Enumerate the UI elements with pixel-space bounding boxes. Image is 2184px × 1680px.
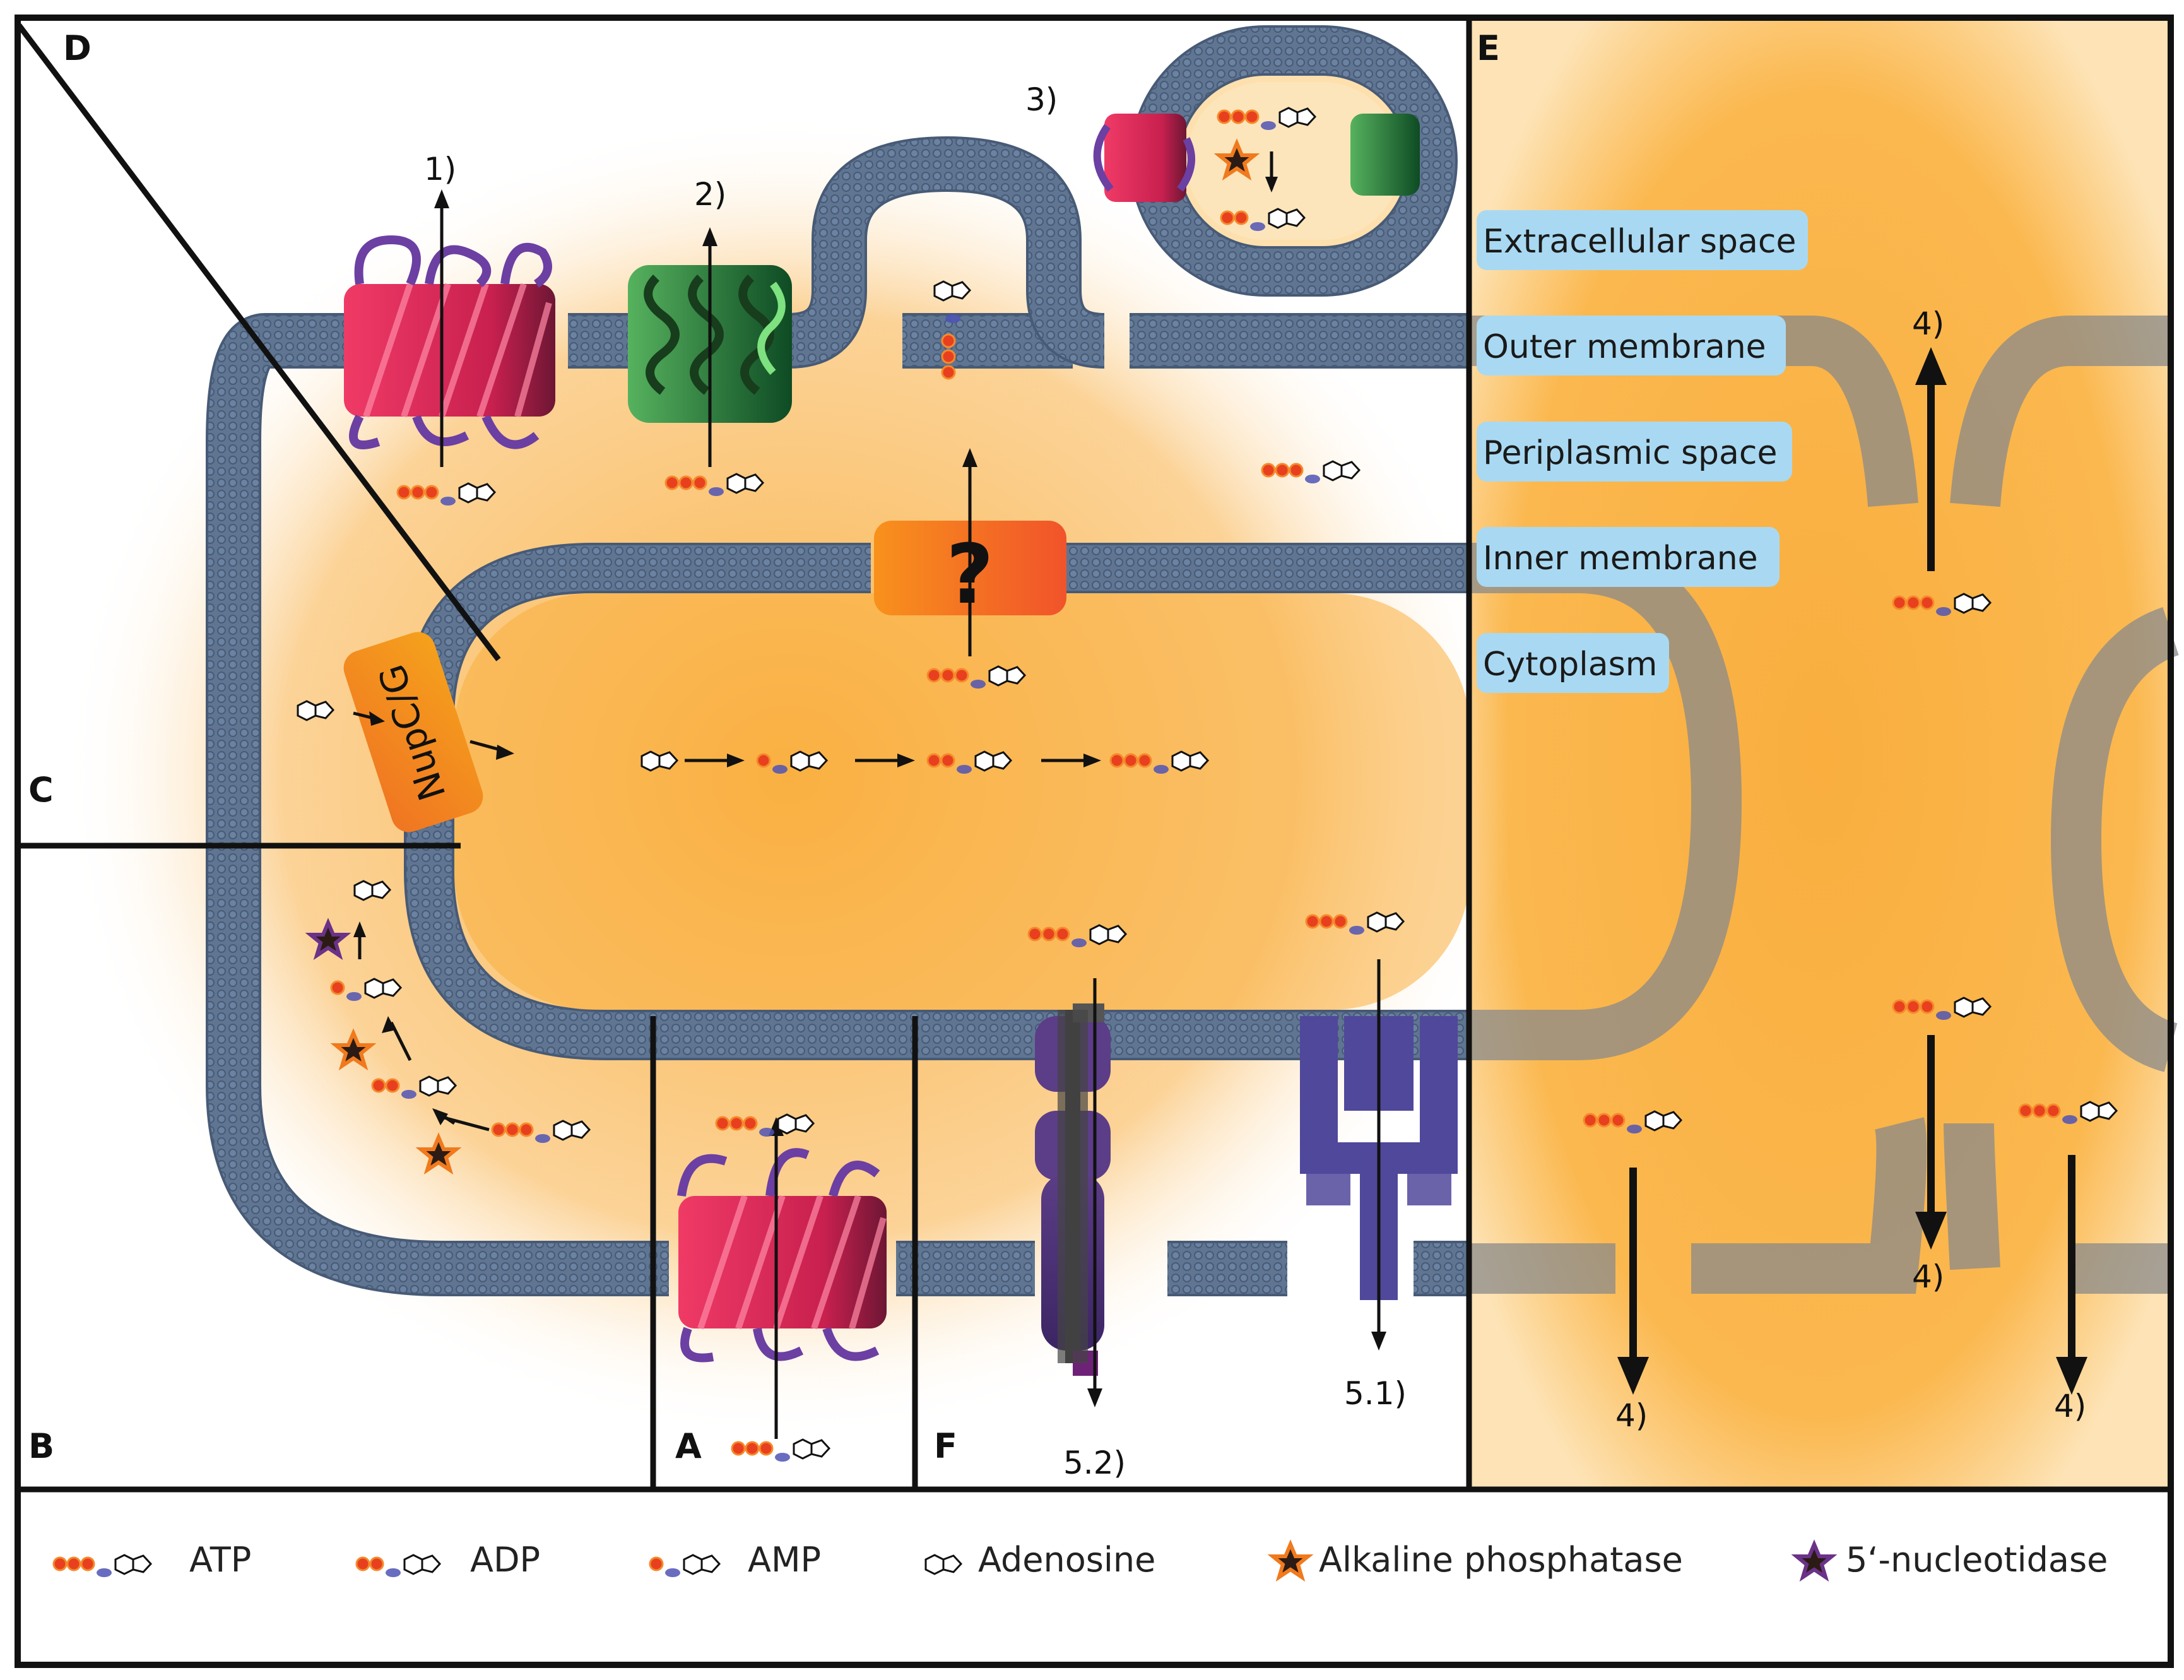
panel-label-d: D [63,28,91,68]
legend-nucleotidase: 5‘-nucleotidase [1791,1539,2108,1582]
legend-atp-label: ATP [189,1540,251,1580]
legend-adp-label: ADP [470,1540,540,1580]
alkaline-phosphatase-stars [330,138,1260,1175]
atp-a-bottom [731,1438,830,1462]
label-outer-membrane: Outer membrane [1483,328,1766,366]
arrowheads [353,177,2087,1407]
step-2: 2) [694,176,726,213]
legend: ATP ADP AMP Adenosine Alkaline phosphata… [52,1539,2108,1582]
legend-amp: AMP [649,1540,821,1580]
panel-label-b: B [28,1426,54,1466]
frame [15,15,2174,1668]
arrows [353,151,1381,1439]
step-4-right: 4) [2054,1388,2086,1424]
step-1: 1) [424,151,456,187]
pink-transporter-1 [344,235,555,449]
outer-membrane [206,136,1470,1296]
inner-membrane [404,543,1470,1060]
nupcg-transporter: NupC/G [343,632,483,832]
pink-transporter-a [677,1148,887,1363]
label-inner-membrane: Inner membrane [1483,540,1758,577]
legend-amp-label: AMP [748,1540,821,1580]
panel-label-a: A [675,1426,702,1466]
compartment-labels: Extracellular space Outer membrane Perip… [1477,210,1808,693]
label-cytoplasm: Cytoplasm [1483,646,1657,683]
step-4-mid: 4) [1912,1258,1944,1295]
panel-label-e: E [1477,28,1500,68]
nucleotidase-stars [305,918,351,961]
legend-adenosine-label: Adenosine [978,1540,1155,1580]
legend-nucleotidase-label: 5‘-nucleotidase [1846,1540,2108,1580]
legend-adenosine-icon [924,1554,962,1575]
panel-e-membranes [1470,316,2180,1294]
legend-adenosine: Adenosine [924,1540,1155,1580]
step-5-1: 5.1) [1344,1375,1407,1412]
legend-adp-icon [355,1554,441,1577]
step-4-left: 4) [1615,1397,1648,1434]
label-extracellular-space: Extracellular space [1483,223,1796,261]
step-3: 3) [1025,81,1058,118]
legend-atp: ATP [52,1540,251,1580]
legend-alkaline-phosphatase-label: Alkaline phosphatase [1319,1540,1683,1580]
panel-dividers [16,19,2171,1493]
step-4-top: 4) [1912,305,1944,342]
secretion-system-5-2 [1035,1003,1111,1376]
cytoplasm [454,593,1470,1010]
alkaline-phosphatase-icon [1267,1539,1314,1582]
vesicle-pink-transporter [1093,114,1195,202]
legend-atp-icon [52,1554,152,1577]
vesicle-green-transporter [1350,114,1420,196]
panel-label-f: F [934,1426,957,1466]
legend-adp: ADP [355,1540,540,1580]
legend-alkaline-phosphatase: Alkaline phosphatase [1267,1539,1683,1582]
thick-arrows [1629,385,2075,1357]
panel-label-c: C [28,770,54,810]
label-periplasmic-space: Periplasmic space [1483,434,1778,472]
step-5-2: 5.2) [1063,1445,1126,1481]
legend-amp-icon [649,1554,721,1577]
nucleotidase-icon [1791,1539,1838,1582]
